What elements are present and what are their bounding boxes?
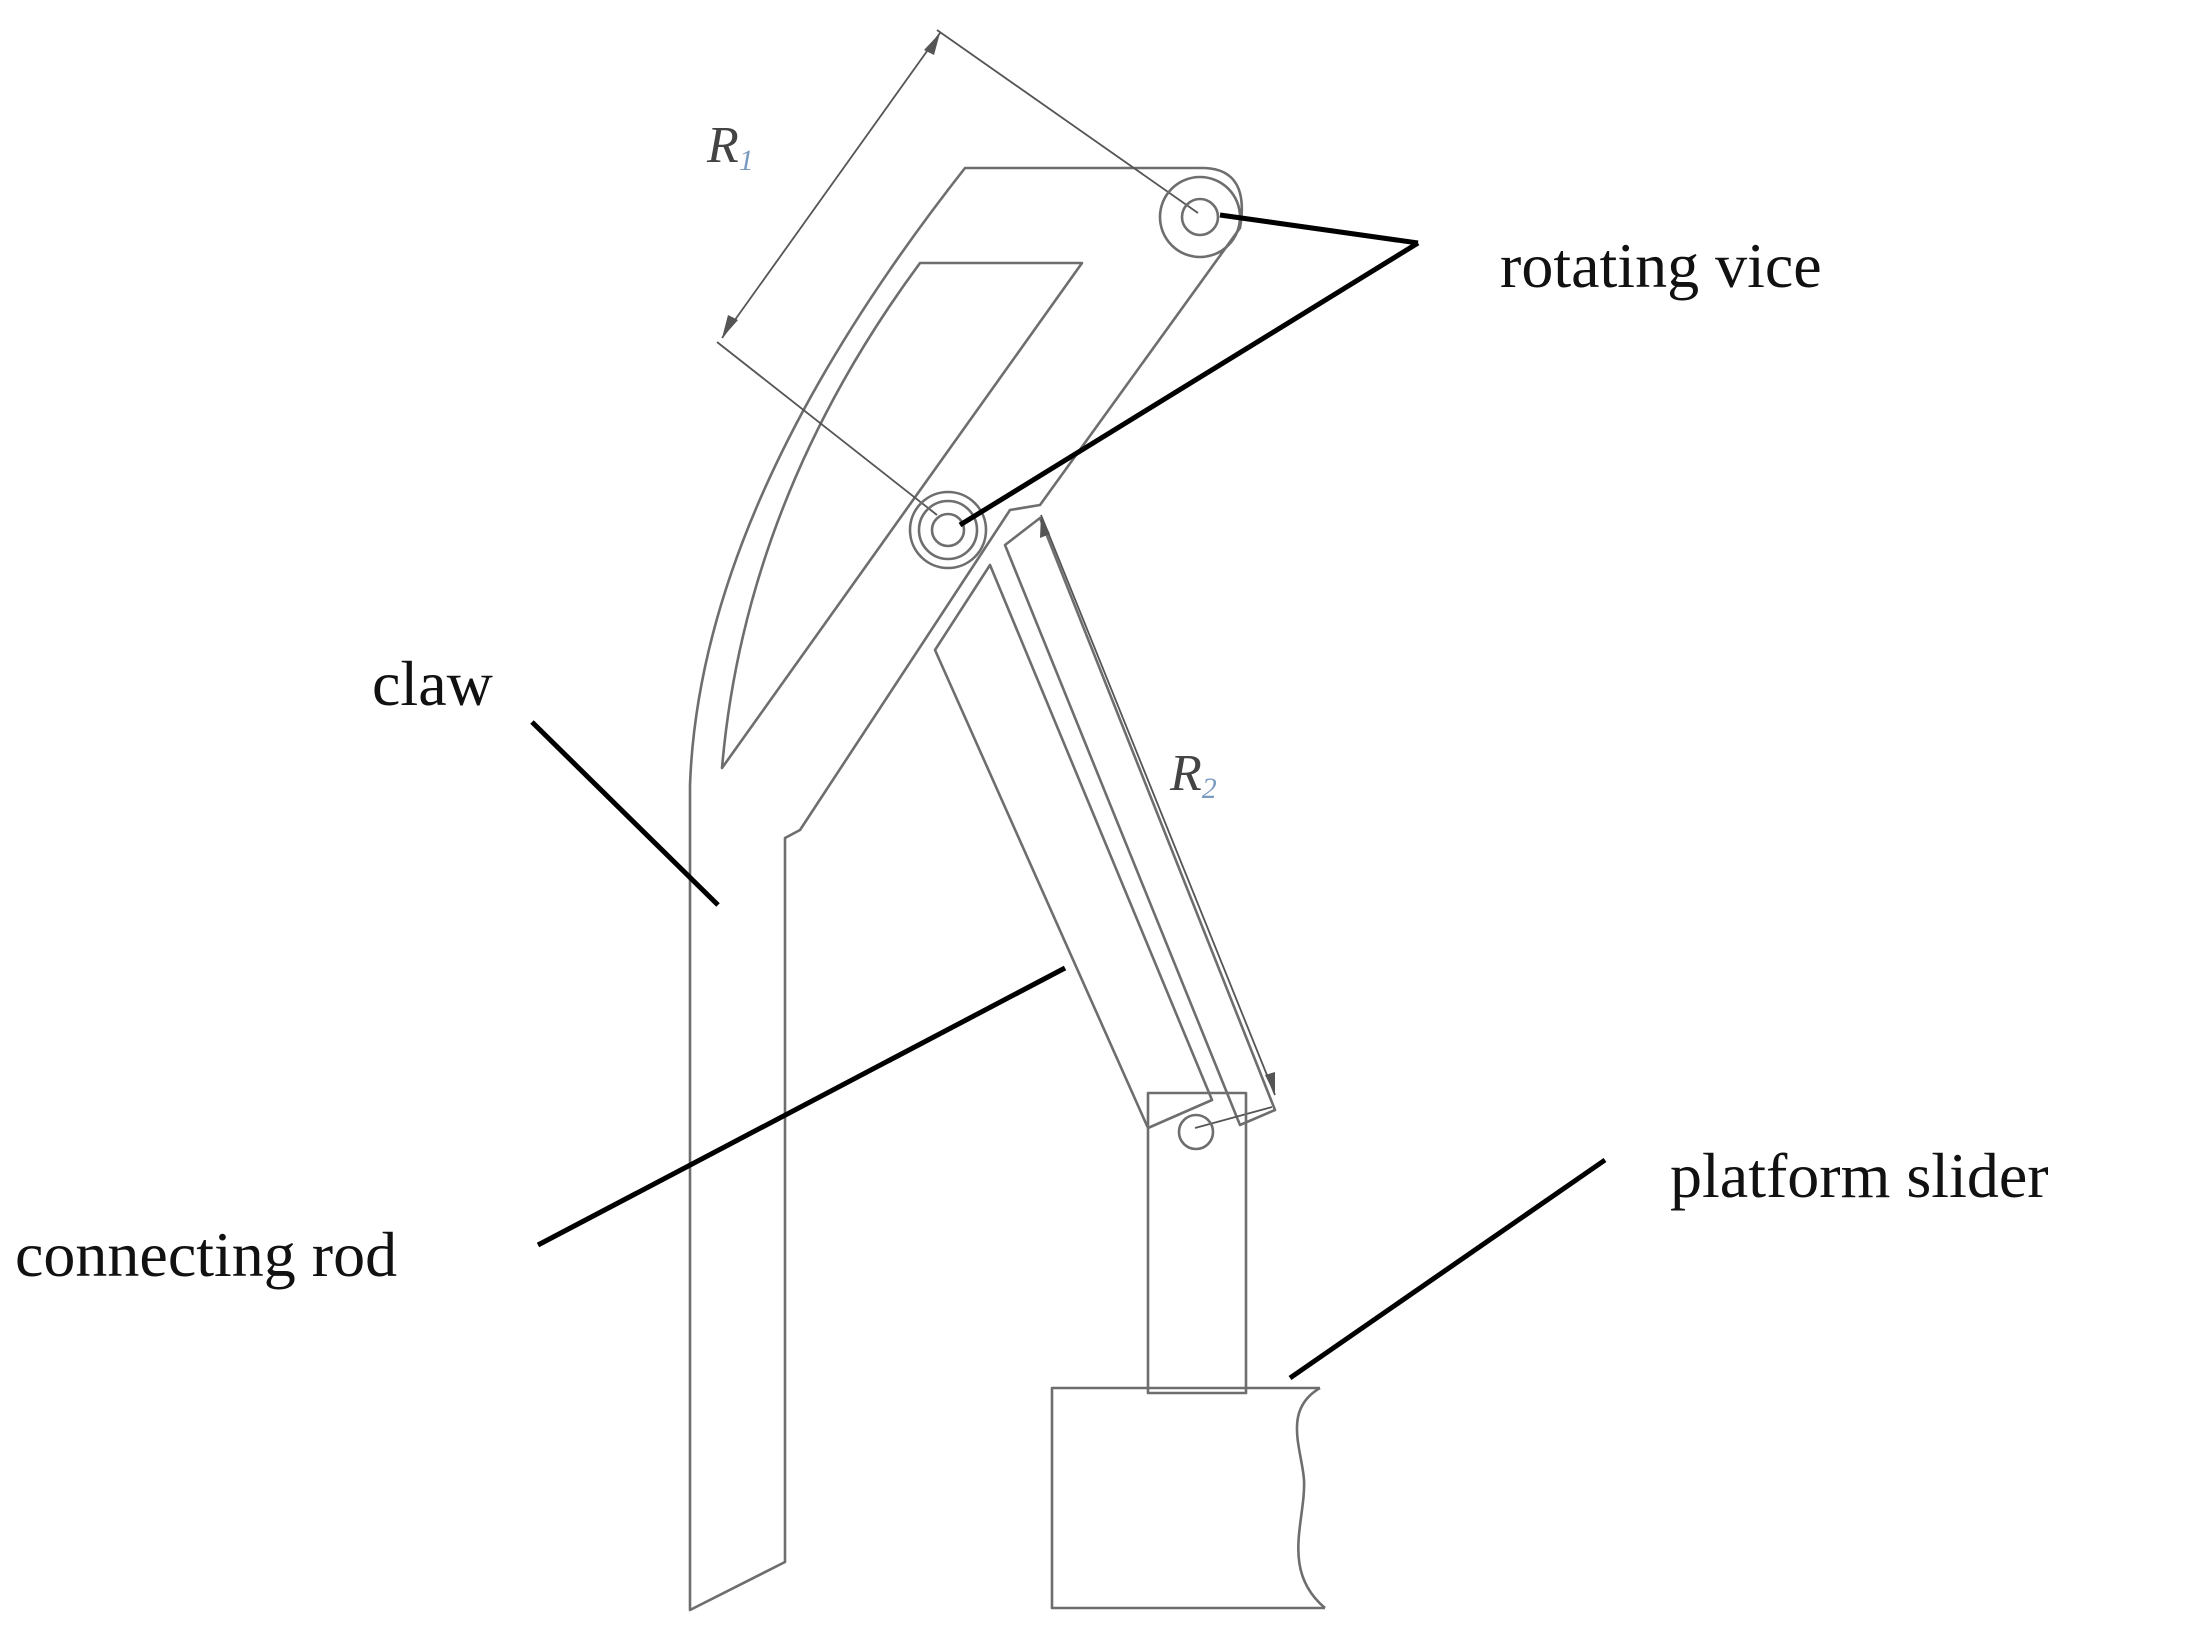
label-r1: R1 [706,117,754,177]
platform-slider-break [1295,1386,1326,1609]
label-connecting-rod: connecting rod [15,1219,397,1290]
platform-slider-block [1050,1386,1325,1610]
claw-inner-slot [720,261,1084,770]
claw-outline [688,166,1244,1612]
label-r2-index: 2 [1202,772,1217,805]
connecting-rod [933,563,1214,1130]
r1-dimension [716,29,1199,516]
label-platform-slider: platform slider [1670,1140,2049,1211]
label-r2: R2 [1169,745,1217,805]
leader-rotating-vice-top [1219,212,1419,246]
leader-platform-slider [1288,1157,1607,1381]
connecting-rod-bar [1003,516,1277,1127]
leader-lines [530,212,1607,1381]
label-rotating-vice: rotating vice [1500,230,1822,301]
slider-pivot [1177,1113,1215,1151]
label-r2-letter: R [1169,745,1202,802]
leader-connecting-rod [536,965,1067,1248]
rotating-vice-pivot-middle [908,490,988,570]
label-r1-index: 1 [739,144,754,177]
leader-claw [530,720,720,907]
r2-dimension [1040,514,1276,1129]
label-claw: claw [372,648,493,719]
leader-rotating-vice-middle [958,240,1420,528]
label-r1-letter: R [706,117,739,174]
slider-rod [1146,1091,1248,1395]
